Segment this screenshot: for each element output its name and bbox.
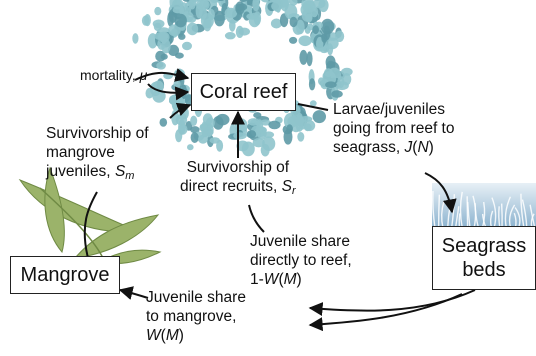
share-reef-label: Juvenile share directly to reef, 1-W(M) (250, 232, 352, 289)
mangrove-node: Mangrove (10, 256, 120, 294)
mortality-symbol: μ (140, 67, 148, 83)
seagrass-label-line2: beds (462, 258, 505, 282)
seagrass-to-share-curve (310, 290, 475, 311)
coral-reef-label: Coral reef (200, 81, 288, 104)
seagrass-label-line1: Seagrass (442, 234, 527, 258)
share-to-mangrove-arrow (120, 290, 148, 298)
mangrove-label: Mangrove (21, 264, 110, 287)
seagrass-node: Seagrass beds (432, 226, 536, 290)
direct-survivorship-label: Survivorship of direct recruits, Sr (180, 158, 296, 201)
mangrove-survivorship-label: Survivorship of mangrove juveniles, Sm (46, 124, 149, 186)
share-mangrove-label: Juvenile share to mangrove, W(M) (146, 288, 246, 345)
mortality-label: mortality, μ (80, 66, 147, 85)
larvae-label: Larvae/juveniles going from reef to seag… (333, 100, 454, 157)
share-reef-line (249, 205, 264, 232)
coral-reef-node: Coral reef (191, 73, 296, 111)
seagrass-illustration (432, 183, 536, 228)
